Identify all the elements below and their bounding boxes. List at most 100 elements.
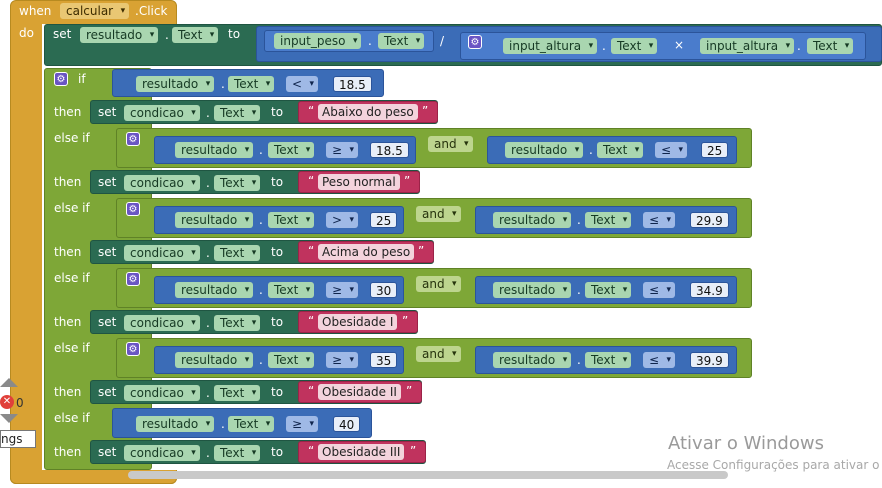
text-prop-dropdown[interactable]: Text <box>214 175 261 191</box>
text-prop-dropdown[interactable]: Text <box>597 142 644 158</box>
resultado-dropdown[interactable]: resultado <box>175 212 254 228</box>
number-value[interactable]: 29.9 <box>690 212 729 228</box>
operator-dropdown[interactable]: ≤ <box>655 142 688 158</box>
number-value[interactable]: 25 <box>370 212 398 228</box>
input-peso-dropdown[interactable]: input_peso <box>274 33 362 49</box>
resultado-dropdown[interactable]: resultado <box>136 76 215 92</box>
logic-op-dropdown[interactable]: and <box>416 276 461 292</box>
condicao-dropdown[interactable]: condicao <box>124 385 200 401</box>
mutator-gear-icon[interactable]: ⚙ <box>126 342 140 356</box>
mutator-gear-icon[interactable]: ⚙ <box>468 35 482 49</box>
dot-separator: . <box>577 353 581 367</box>
text-prop-dropdown[interactable]: Text <box>228 76 275 92</box>
text-prop-dropdown[interactable]: Text <box>268 282 315 298</box>
resultado-dropdown[interactable]: resultado <box>493 282 572 298</box>
quote-close: ” <box>418 244 425 258</box>
number-value[interactable]: 39.9 <box>690 352 729 368</box>
text-prop-dropdown[interactable]: Text <box>807 38 854 54</box>
dot-separator: . <box>221 77 225 91</box>
mutator-gear-icon[interactable]: ⚙ <box>126 272 140 286</box>
text-prop-dropdown[interactable]: Text <box>268 352 315 368</box>
quote-open: “ <box>308 444 315 458</box>
condicao-dropdown[interactable]: condicao <box>124 175 200 191</box>
resultado-dropdown[interactable]: resultado <box>493 352 572 368</box>
resultado-dropdown[interactable]: resultado <box>80 27 159 43</box>
string-value[interactable]: Acima do peso <box>318 244 415 260</box>
number-value[interactable]: 18.5 <box>370 142 409 158</box>
collapse-down-icon[interactable] <box>0 414 18 423</box>
string-value[interactable]: Obesidade III <box>318 444 405 460</box>
condicao-dropdown[interactable]: condicao <box>124 105 200 121</box>
mutator-gear-icon[interactable]: ⚙ <box>126 132 140 146</box>
operator-dropdown[interactable]: ≤ <box>643 212 676 228</box>
dot-separator: . <box>206 246 210 260</box>
condicao-dropdown[interactable]: condicao <box>124 245 200 261</box>
dot-separator: . <box>206 316 210 330</box>
text-prop-dropdown[interactable]: Text <box>172 27 219 43</box>
resultado-dropdown[interactable]: resultado <box>175 282 254 298</box>
set-keyword: set <box>53 27 72 41</box>
text-prop-dropdown[interactable]: Text <box>268 142 315 158</box>
string-value[interactable]: Peso normal <box>318 174 400 190</box>
text-prop-dropdown[interactable]: Text <box>585 282 632 298</box>
settings-button[interactable] <box>0 430 36 448</box>
condicao-dropdown[interactable]: condicao <box>124 445 200 461</box>
warning-error-icon[interactable]: ✕ <box>0 395 14 409</box>
resultado-dropdown[interactable]: resultado <box>493 212 572 228</box>
condicao-dropdown[interactable]: condicao <box>124 315 200 331</box>
resultado-dropdown[interactable]: resultado <box>505 142 584 158</box>
quote-open: “ <box>308 314 315 328</box>
to-keyword: to <box>271 105 284 119</box>
operator-dropdown[interactable]: ≥ <box>326 142 359 158</box>
operator-dropdown[interactable]: ≥ <box>326 282 359 298</box>
number-value[interactable]: 34.9 <box>690 282 729 298</box>
input-altura-dropdown[interactable]: input_altura <box>700 38 795 54</box>
collapse-up-icon[interactable] <box>0 378 18 387</box>
mutator-gear-icon[interactable]: ⚙ <box>126 202 140 216</box>
then-keyword: then <box>54 385 82 399</box>
else-if-keyword: else if <box>54 271 90 285</box>
text-prop-dropdown[interactable]: Text <box>378 33 425 49</box>
operator-dropdown[interactable]: ≤ <box>643 352 676 368</box>
text-prop-dropdown[interactable]: Text <box>585 212 632 228</box>
text-prop-dropdown[interactable]: Text <box>214 245 261 261</box>
text-prop-dropdown[interactable]: Text <box>214 315 261 331</box>
dot-separator: . <box>602 39 606 53</box>
number-value[interactable]: 30 <box>370 282 398 298</box>
number-value[interactable]: 25 <box>701 142 729 158</box>
horizontal-scrollbar[interactable] <box>128 471 728 479</box>
operator-dropdown[interactable]: ≤ <box>643 282 676 298</box>
then-keyword: then <box>54 315 82 329</box>
resultado-dropdown[interactable]: resultado <box>175 352 254 368</box>
string-value[interactable]: Obesidade I <box>318 314 398 330</box>
input-altura-dropdown[interactable]: input_altura <box>503 38 598 54</box>
operator-dropdown[interactable]: > <box>326 212 359 228</box>
resultado-dropdown[interactable]: resultado <box>136 416 215 432</box>
quote-close: ” <box>422 104 429 118</box>
number-value[interactable]: 35 <box>370 352 398 368</box>
text-prop-dropdown[interactable]: Text <box>214 385 261 401</box>
else-if-keyword: else if <box>54 201 90 215</box>
text-prop-dropdown[interactable]: Text <box>268 212 315 228</box>
logic-op-dropdown[interactable]: and <box>428 136 473 152</box>
multiply-block[interactable] <box>460 32 866 60</box>
number-value[interactable]: 18.5 <box>333 76 372 92</box>
text-prop-dropdown[interactable]: Text <box>214 445 261 461</box>
logic-op-dropdown[interactable]: and <box>416 346 461 362</box>
multiply-operator: × <box>674 38 685 52</box>
operator-dropdown[interactable]: < <box>286 76 319 92</box>
mutator-gear-icon[interactable]: ⚙ <box>54 72 68 86</box>
text-prop-dropdown[interactable]: Text <box>214 105 261 121</box>
number-value[interactable]: 40 <box>333 416 361 432</box>
component-dropdown[interactable]: calcular <box>60 3 130 19</box>
operator-dropdown[interactable]: ≥ <box>326 352 359 368</box>
string-value[interactable]: Obesidade II <box>318 384 401 400</box>
text-prop-dropdown[interactable]: Text <box>228 416 275 432</box>
operator-dropdown[interactable]: ≥ <box>286 416 319 432</box>
string-value[interactable]: Abaixo do peso <box>318 104 418 120</box>
resultado-dropdown[interactable]: resultado <box>175 142 254 158</box>
text-prop-dropdown[interactable]: Text <box>585 352 632 368</box>
dot-separator: . <box>206 386 210 400</box>
text-prop-dropdown[interactable]: Text <box>611 38 658 54</box>
logic-op-dropdown[interactable]: and <box>416 206 461 222</box>
